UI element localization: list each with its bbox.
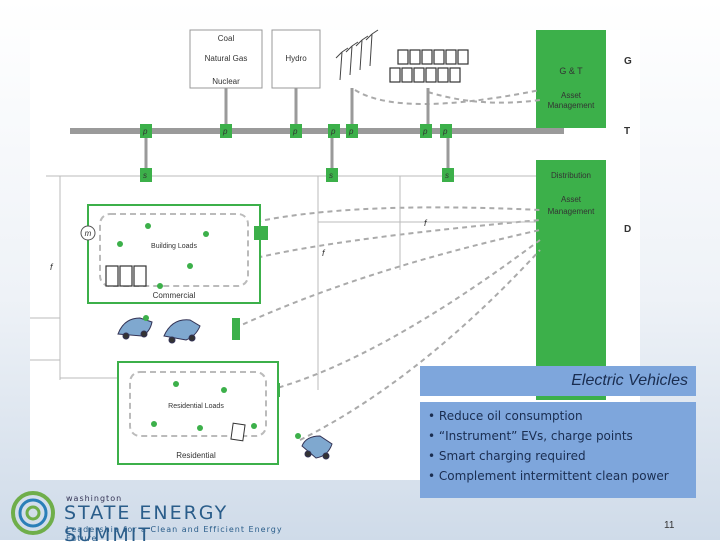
dist-asset-label-2: Management [548,207,595,216]
ev-bullet: Smart charging required [428,446,688,466]
commercial-sensor-dots [117,223,209,289]
commercial-meter-block [254,226,268,240]
p-label: p [348,127,354,136]
p-label: p [330,127,336,136]
distribution-bar [536,160,606,400]
s-node [140,168,152,182]
s-nodes [140,168,454,182]
m-label: m [85,229,92,238]
p-label: p [292,127,298,136]
ev-panel: Reduce oil consumption “Instrument” EVs,… [420,402,696,498]
ev-bullet-list: Reduce oil consumption “Instrument” EVs,… [428,406,688,486]
gen-nuclear: Nuclear [212,77,240,86]
ev-bullet: “Instrument” EVs, charge points [428,426,688,446]
p-node [440,124,452,138]
communication-links [229,89,541,441]
tier-d: D [624,224,631,235]
transmission-bus [70,128,564,134]
page-number: 11 [664,520,675,531]
charge-point-icon [232,318,240,340]
wind-turbines-icon [335,29,379,81]
logo-small-text: washington [66,494,123,503]
ev-car-icon [117,317,153,340]
ev-dot [295,433,301,439]
residential-box [117,361,279,465]
generation-box [189,29,263,89]
s-node [326,168,338,182]
ev-bullet: Complement intermittent clean power [428,466,688,486]
p-node [140,124,152,138]
tier-g: G [624,56,632,67]
gen-natural-gas: Natural Gas [205,54,248,63]
p-node [346,124,358,138]
commercial-box [87,204,261,304]
p-node [290,124,302,138]
gen-coal: Coal [218,34,235,43]
residential-inner-loop [129,371,267,437]
s-node [442,168,454,182]
spiral-logo-icon [11,491,55,535]
p-label: p [442,127,448,136]
ev-panel-title: Electric Vehicles [420,366,696,396]
distribution-lines [30,175,536,390]
p-label: p [142,127,148,136]
distribution-label: Distribution [551,171,591,180]
gt-asset-label-2: Management [548,101,595,110]
f-label: f [424,218,428,228]
commercial-inner-loop [99,213,249,287]
logo-tagline: Leadership for a Clean and Efficient Ene… [66,525,283,543]
gt-label: G & T [559,66,583,76]
building-loads-label: Building Loads [151,243,197,250]
s-label: s [445,171,449,180]
ev-bullet: Reduce oil consumption [428,406,688,426]
solar-panels-icon [389,49,469,83]
commercial-solar-icon [105,265,147,287]
p-node [328,124,340,138]
p-label: p [222,127,228,136]
dist-asset-label-1: Asset [561,195,582,204]
p-node [420,124,432,138]
summit-logo: washington STATE ENERGY SUMMIT Leadershi… [8,490,308,546]
f-label: f [50,262,54,272]
generation-drops [224,88,430,128]
ev-dot [143,315,149,321]
f-label: f [322,248,326,258]
residential-solar-icon [230,422,246,442]
residential-loads-label: Residential Loads [168,403,224,410]
residential-label: Residential [176,451,216,460]
commercial-label: Commercial [153,291,196,300]
ev-car-icon [163,319,201,344]
gt-asset-label-1: Asset [561,91,582,100]
s-label: s [143,171,147,180]
m-node [80,225,96,241]
gt-bar [536,30,606,128]
hydro-label: Hydro [285,54,307,63]
residential-sensor-dots [151,381,257,431]
tier-t: T [624,126,630,137]
p-node [220,124,232,138]
p-label: p [422,127,428,136]
ev-car-icon [301,435,333,460]
p-nodes [140,124,452,138]
s-label: s [329,171,333,180]
